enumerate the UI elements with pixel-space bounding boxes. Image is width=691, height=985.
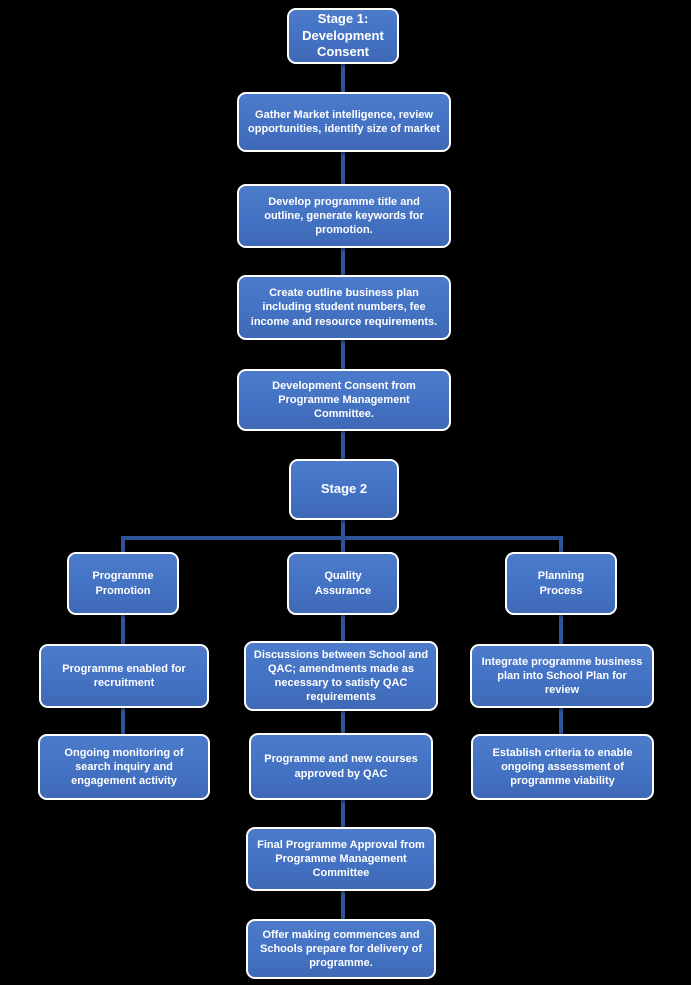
connector-develop-businessplan	[341, 246, 345, 277]
connector-devconsent-stage2	[341, 429, 345, 461]
node-planning-process: Planning Process	[505, 552, 617, 615]
node-programme-promotion: Programme Promotion	[67, 552, 179, 615]
node-programme-enabled: Programme enabled for recruitment	[39, 644, 209, 708]
node-integrate-business-plan: Integrate programme business plan into S…	[470, 644, 654, 708]
node-development-consent: Development Consent from Programme Manag…	[237, 369, 451, 431]
node-offer-making: Offer making commences and Schools prepa…	[246, 919, 436, 979]
node-outline-business-plan: Create outline business plan including s…	[237, 275, 451, 340]
connector-discussions-approved	[341, 709, 345, 735]
connector-quality-discussions	[341, 613, 345, 643]
connector-businessplan-devconsent	[341, 338, 345, 371]
node-gather-market-intelligence: Gather Market intelligence, review oppor…	[237, 92, 451, 152]
node-final-programme-approval: Final Programme Approval from Programme …	[246, 827, 436, 891]
node-stage2: Stage 2	[289, 459, 399, 520]
node-quality-assurance: Quality Assurance	[287, 552, 399, 615]
connector-gather-develop	[341, 150, 345, 186]
connector-stage1-gather	[341, 62, 345, 94]
connector-approved-finalapproval	[341, 798, 345, 829]
connector-integrate-criteria	[559, 706, 563, 736]
connector-enabled-monitoring	[121, 706, 125, 736]
node-discussions-qac: Discussions between School and QAC; amen…	[244, 641, 438, 711]
node-approved-by-qac: Programme and new courses approved by QA…	[249, 733, 433, 800]
node-ongoing-monitoring: Ongoing monitoring of search inquiry and…	[38, 734, 210, 800]
node-stage1: Stage 1: Development Consent	[287, 8, 399, 64]
node-establish-criteria: Establish criteria to enable ongoing ass…	[471, 734, 654, 800]
connector-stub-planning	[559, 536, 563, 554]
connector-promotion-enabled	[121, 613, 125, 646]
node-develop-programme-title: Develop programme title and outline, gen…	[237, 184, 451, 248]
connector-stub-promotion	[121, 536, 125, 554]
connector-branch-bar	[121, 536, 563, 540]
connector-planning-integrate	[559, 613, 563, 646]
connector-finalapproval-offer	[341, 889, 345, 921]
